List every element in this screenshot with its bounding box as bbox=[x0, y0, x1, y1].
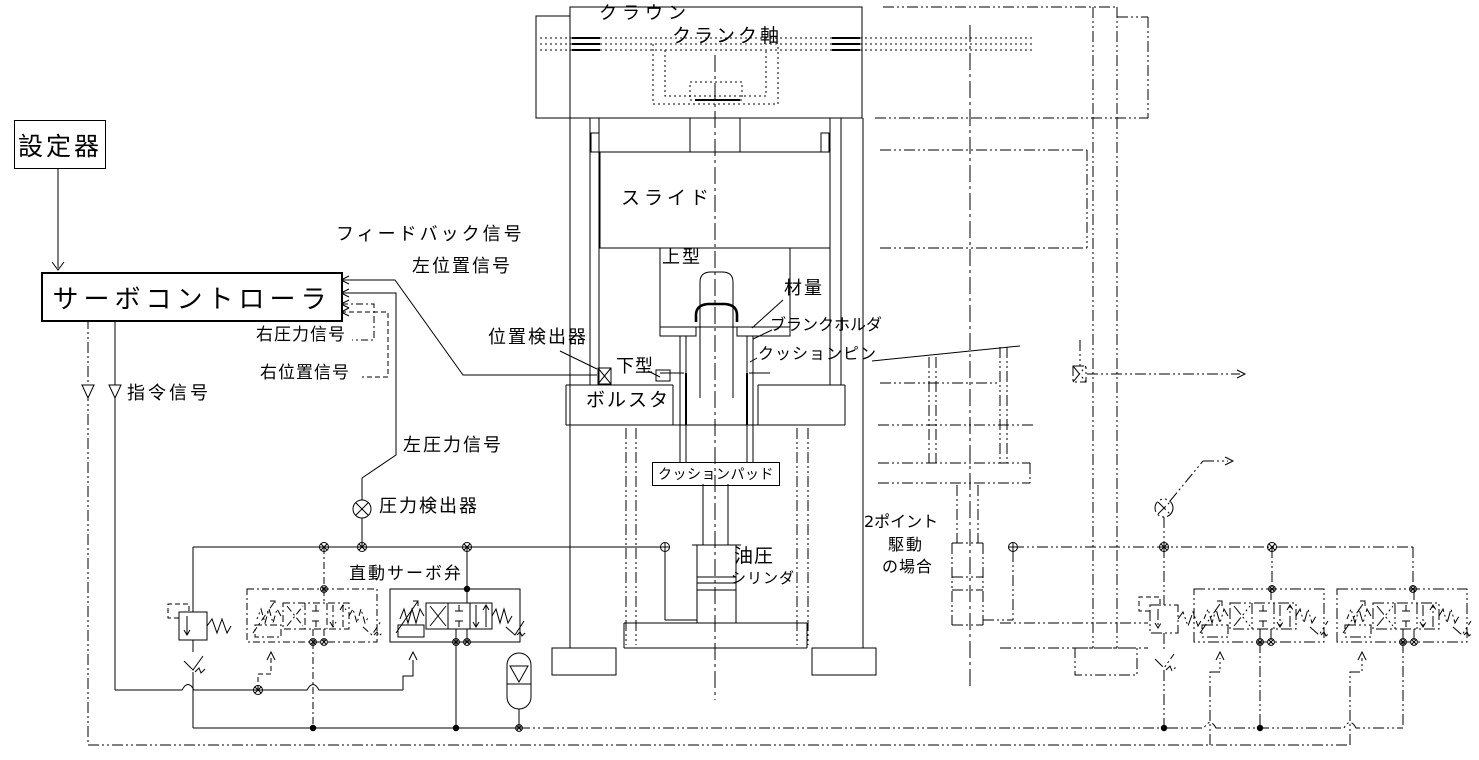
cylinder-pipe bbox=[664, 551, 697, 621]
tank-line-right bbox=[519, 722, 1403, 729]
hydraulic-circuit-left bbox=[115, 499, 697, 729]
label-bolster: ボルスタ bbox=[586, 389, 671, 411]
relief-valve-icon bbox=[167, 603, 232, 641]
left-position-line bbox=[341, 279, 597, 376]
label-slide: スライド bbox=[621, 187, 714, 209]
punch bbox=[699, 271, 734, 398]
control-signals bbox=[51, 167, 1021, 745]
label-left-position-signal: 左位置信号 bbox=[412, 256, 512, 277]
pilot-supply-line bbox=[115, 684, 403, 691]
label-crown: クラウン bbox=[599, 3, 691, 24]
setter-box: 設定器 bbox=[14, 120, 106, 169]
crankshaft-lines bbox=[540, 37, 1032, 105]
label-servo-valve: 直動サーボ弁 bbox=[349, 564, 463, 584]
left-pressure-line bbox=[341, 292, 397, 500]
servo-valve-left-2 bbox=[389, 588, 526, 643]
pressure-detector-icon bbox=[352, 499, 372, 519]
hydraulic-circuit-right bbox=[88, 517, 1473, 746]
check-valve-right-icon bbox=[1154, 653, 1177, 672]
right-pressure-line bbox=[341, 303, 375, 341]
label-note-line3: の場合 bbox=[882, 557, 934, 576]
servo-controller-box: サーボコントローラ bbox=[41, 272, 343, 322]
label-blank-holder: ブランクホルダ bbox=[770, 315, 883, 334]
servo-valve-right-2 bbox=[1336, 588, 1473, 643]
label-hydraulic-cylinder-1: 油圧 bbox=[734, 545, 775, 567]
cushion-pins bbox=[679, 336, 754, 462]
cushion-pad-box: クッションパッド bbox=[652, 462, 780, 486]
ghost-press-2point bbox=[875, 6, 1240, 676]
label-position-detector: 位置検出器 bbox=[488, 327, 588, 348]
label-lower-die: 下型 bbox=[616, 356, 654, 377]
label-setter: 設定器 bbox=[17, 131, 102, 161]
label-left-pressure-signal: 左圧力信号 bbox=[403, 435, 503, 456]
pilot-arrows-right bbox=[1215, 650, 1367, 661]
label-material: 材量 bbox=[784, 278, 824, 299]
ghost-pressure-detector-icon bbox=[1154, 498, 1174, 518]
label-note-line2: 駆動 bbox=[888, 535, 925, 554]
label-crankshaft: クランク軸 bbox=[672, 25, 783, 47]
label-hydraulic-cylinder-2: シリンダ bbox=[731, 569, 796, 587]
material-sheet bbox=[694, 302, 739, 322]
accumulator-icon bbox=[506, 652, 532, 710]
label-right-position-signal: 右位置信号 bbox=[260, 363, 350, 383]
label-feedback-signal: フィードバック信号 bbox=[336, 224, 525, 245]
servo-valve-left-1 bbox=[246, 588, 383, 643]
label-upper-die: 上型 bbox=[662, 247, 702, 268]
upper-die-body bbox=[659, 247, 791, 328]
ghost-position-detector-icon bbox=[1072, 365, 1087, 383]
label-pressure-detector: 圧力検出器 bbox=[379, 496, 479, 517]
label-servo-controller: サーボコントローラ bbox=[52, 284, 332, 315]
bolster-body bbox=[565, 384, 846, 426]
relief-valve-right-icon bbox=[1138, 596, 1203, 634]
hydraulic-cylinder-body bbox=[692, 544, 741, 623]
ghost-leader-arrows bbox=[1224, 369, 1247, 466]
label-cushion-pad: クッションパッド bbox=[658, 467, 774, 483]
label-right-pressure-signal: 右圧力信号 bbox=[256, 325, 346, 345]
servo-valve-right-1 bbox=[1193, 588, 1330, 643]
press-machine bbox=[535, 6, 1032, 700]
check-valve-icon bbox=[183, 655, 206, 674]
right-position-line bbox=[341, 311, 389, 378]
label-cushion-pin: クッションピン bbox=[758, 344, 878, 363]
label-note-line1: 2ポイント bbox=[864, 512, 939, 531]
label-command-signal: 指令信号 bbox=[127, 383, 211, 404]
position-detector-icon bbox=[597, 367, 612, 385]
